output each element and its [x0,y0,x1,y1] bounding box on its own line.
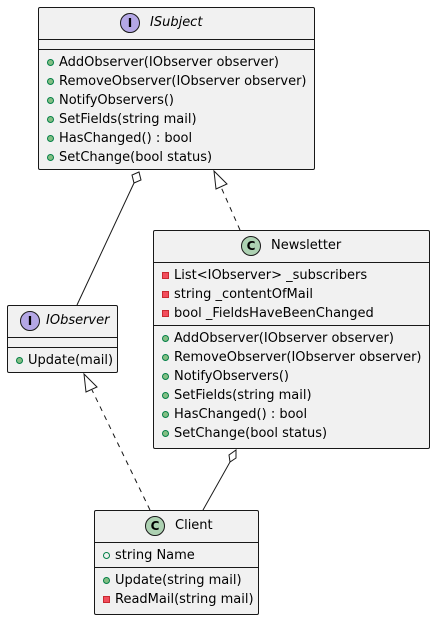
public-visibility-icon [103,577,110,584]
isubject-name: ISubject [150,15,203,30]
method-row: SetChange(bool status) [154,424,429,443]
public-visibility-icon [162,430,169,437]
method-label: RemoveObserver(IObserver observer) [59,74,307,89]
method-label: SetChange(bool status) [174,426,328,441]
client-name: Client [175,518,213,533]
newsletter-methods-section: AddObserver(IObserver observer) RemoveOb… [154,326,429,445]
private-visibility-icon [162,310,169,317]
newsletter-name: Newsletter [271,238,342,253]
client-methods-section: Update(string mail) ReadMail(string mail… [95,568,258,611]
method-label: Update(mail) [28,353,114,368]
public-visibility-icon [47,135,54,142]
private-visibility-icon [162,291,169,298]
iobserver-name: IObserver [46,313,110,328]
method-label: AddObserver(IObserver observer) [174,331,394,346]
method-row: SetFields(string mail) [154,386,429,405]
method-label: AddObserver(IObserver observer) [59,55,279,70]
public-visibility-icon [162,335,169,342]
field-row: List<IObserver> _subscribers [154,266,429,285]
field-label: List<IObserver> _subscribers [174,268,368,283]
method-label: ReadMail(string mail) [115,592,254,607]
method-row: AddObserver(IObserver observer) [39,53,314,72]
method-row: RemoveObserver(IObserver observer) [39,72,314,91]
method-row: AddObserver(IObserver observer) [154,329,429,348]
method-row: ReadMail(string mail) [95,590,258,609]
method-row: RemoveObserver(IObserver observer) [154,348,429,367]
newsletter-class-box[interactable]: C Newsletter List<IObserver> _subscriber… [153,230,430,449]
interface-badge-icon: I [120,13,140,33]
method-label: NotifyObservers() [174,369,289,384]
method-row: SetChange(bool status) [39,148,314,167]
method-label: SetFields(string mail) [174,388,312,403]
method-label: HasChanged() : bool [59,131,193,146]
method-label: SetFields(string mail) [59,112,197,127]
method-label: Update(string mail) [115,573,242,588]
isubject-header: I ISubject [39,8,314,40]
iobserver-interface-box[interactable]: I IObserver Update(mail) [7,305,118,373]
realization-newsletter-isubject [213,169,241,231]
newsletter-fields-section: List<IObserver> _subscribers string _con… [154,263,429,326]
field-label: bool _FieldsHaveBeenChanged [174,306,374,321]
iobserver-methods-section: Update(mail) [8,348,117,372]
public-visibility-icon [162,354,169,361]
iobserver-fields-section [8,338,117,348]
newsletter-header: C Newsletter [154,231,429,263]
field-label: string _contentOfMail [174,287,313,302]
class-badge-icon: C [241,236,261,256]
public-visibility-icon [162,392,169,399]
public-visibility-icon [47,154,54,161]
field-label: string Name [115,548,195,563]
isubject-interface-box[interactable]: I ISubject AddObserver(IObserver observe… [38,7,315,170]
isubject-fields-section [39,40,314,50]
method-label: HasChanged() : bool [174,407,308,422]
method-row: HasChanged() : bool [39,129,314,148]
method-row: Update(mail) [8,351,117,370]
public-visibility-icon [47,78,54,85]
method-row: SetFields(string mail) [39,110,314,129]
client-fields-section: string Name [95,543,258,568]
method-label: RemoveObserver(IObserver observer) [174,350,422,365]
private-visibility-icon [162,272,169,279]
public-visibility-icon [103,552,110,559]
public-visibility-icon [47,97,54,104]
public-visibility-icon [47,116,54,123]
private-visibility-icon [103,596,110,603]
method-row: NotifyObservers() [39,91,314,110]
method-label: NotifyObservers() [59,93,174,108]
aggregation-isubject-iobserver [76,171,142,306]
public-visibility-icon [47,59,54,66]
isubject-methods-section: AddObserver(IObserver observer) RemoveOb… [39,50,314,169]
iobserver-header: I IObserver [8,306,117,338]
method-row: HasChanged() : bool [154,405,429,424]
field-row: bool _FieldsHaveBeenChanged [154,304,429,323]
public-visibility-icon [16,357,23,364]
method-row: NotifyObservers() [154,367,429,386]
interface-badge-icon: I [20,311,40,331]
client-class-box[interactable]: C Client string Name Update(string mail)… [94,510,259,615]
field-row: string Name [95,546,258,565]
class-badge-icon: C [145,516,165,536]
method-label: SetChange(bool status) [59,150,213,165]
method-row: Update(string mail) [95,571,258,590]
field-row: string _contentOfMail [154,285,429,304]
public-visibility-icon [162,411,169,418]
public-visibility-icon [162,373,169,380]
client-header: C Client [95,511,258,543]
aggregation-newsletter-client [202,449,237,511]
realization-client-iobserver [83,372,151,511]
